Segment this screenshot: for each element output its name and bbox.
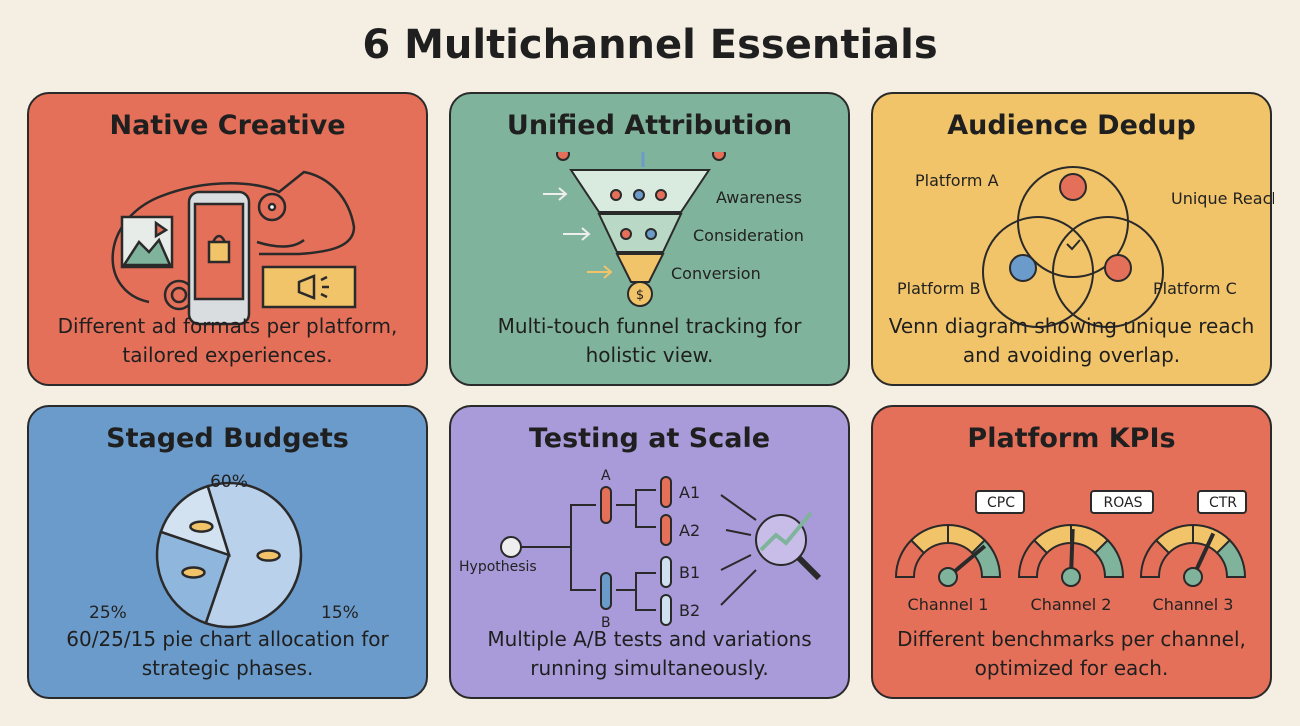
- card-title: Testing at Scale: [528, 423, 771, 454]
- coin-stack-icon: [256, 549, 281, 562]
- phone-shopping-icon: [187, 190, 251, 326]
- variant-label: B1: [679, 563, 700, 582]
- channel-label: Channel 3: [1153, 595, 1234, 614]
- test-tube-icon: [600, 486, 612, 524]
- card-platform-kpis: Platform KPIs Channel 1 Channel 2 Channe…: [871, 405, 1272, 699]
- check-icon: [1061, 567, 1081, 587]
- unique-reach-label: Unique Reach: [1171, 189, 1274, 208]
- card-description: 60/25/15 pie chart allocation for strate…: [66, 627, 389, 680]
- card-description: Multi-touch funnel tracking for holistic…: [497, 314, 802, 367]
- variant-label: A2: [679, 521, 700, 540]
- page-title: 6 Multichannel Essentials: [362, 22, 938, 68]
- chameleon-illustration: [111, 170, 357, 326]
- card-description: Venn diagram showing unique reach and av…: [888, 314, 1255, 367]
- card-native-creative: Native Creative Different ad formats per…: [27, 92, 428, 386]
- coin-stack-icon: [181, 566, 206, 579]
- check-icon: [938, 567, 958, 587]
- variant-label: A1: [679, 483, 700, 502]
- card-title: Staged Budgets: [106, 423, 349, 454]
- card-audience-dedup: Audience Dedup Platform A Platform B Pla…: [871, 92, 1274, 386]
- pie-slice: [159, 484, 231, 557]
- coin-stack-icon: [189, 520, 214, 533]
- venn-circle-b: [982, 216, 1094, 328]
- venn-diagram: Platform A Platform B Platform C Unique …: [897, 166, 1274, 328]
- platform-label: Platform C: [1153, 279, 1237, 298]
- user-icon: [1059, 173, 1087, 201]
- slice-label: 15%: [321, 603, 359, 623]
- card-description: Multiple A/B tests and variations runnin…: [487, 627, 812, 680]
- venn-circle-a: [1017, 166, 1129, 278]
- card-title: Unified Attribution: [506, 110, 793, 141]
- arrow-icon: [543, 187, 568, 201]
- kpi-gauges: Channel 1 Channel 2 Channel 3 CPC ROAS C…: [894, 490, 1247, 614]
- channel-label: Channel 2: [1031, 595, 1112, 614]
- platform-label: Platform B: [897, 279, 981, 298]
- gauge-segment: [1215, 538, 1247, 578]
- tag-icon: [975, 490, 1025, 514]
- variant-label: B: [601, 615, 611, 631]
- card-title: Native Creative: [109, 110, 346, 141]
- gauge-segment: [1093, 538, 1125, 578]
- slice-label: 60%: [210, 472, 248, 492]
- stage-label: Conversion: [671, 264, 761, 283]
- variant-label: A: [601, 468, 611, 484]
- arrow-icon: [587, 265, 613, 279]
- tag-icon: [1197, 490, 1247, 514]
- kpi-tag: CTR: [1209, 495, 1237, 511]
- card-unified-attribution: Unified Attribution $ Awareness Consider…: [449, 92, 850, 386]
- coin-symbol: $: [636, 288, 644, 303]
- image-video-icon: [120, 215, 174, 269]
- venn-circle-c: [1052, 216, 1164, 328]
- magnifier-chart-icon: [755, 511, 822, 581]
- kpi-tag: CPC: [987, 495, 1015, 511]
- funnel-illustration: $ Awareness Consideration Conversion: [543, 152, 804, 307]
- channel-label: Channel 1: [908, 595, 989, 614]
- user-icon: [1009, 254, 1037, 282]
- megaphone-ad-icon: [261, 265, 357, 309]
- stage-label: Awareness: [716, 188, 802, 207]
- kpi-tag: ROAS: [1104, 495, 1143, 511]
- hypothesis-label: Hypothesis: [459, 559, 537, 575]
- stage-label: Consideration: [693, 226, 804, 245]
- slice-label: 25%: [89, 603, 127, 623]
- arrow-icon: [563, 227, 591, 241]
- pie-slice: [204, 481, 303, 629]
- test-tube-icon: [660, 556, 672, 588]
- pie-chart: 60% 25% 15%: [89, 472, 359, 629]
- test-tube-icon: [600, 572, 612, 610]
- platform-label: Platform A: [915, 171, 999, 190]
- tag-icon: [1090, 490, 1154, 514]
- check-icon: [1183, 567, 1203, 587]
- check-icon: [1066, 239, 1081, 251]
- test-tube-icon: [660, 514, 672, 546]
- user-icon: [1104, 254, 1132, 282]
- variant-label: B2: [679, 601, 700, 620]
- ab-test-tree: Hypothesis A B A1 A2 B1 B2: [459, 468, 822, 631]
- card-title: Platform KPIs: [967, 423, 1176, 454]
- chameleon-outline-icon: [111, 170, 356, 304]
- test-tube-icon: [660, 476, 672, 508]
- card-description: Different ad formats per platform, tailo…: [57, 314, 398, 367]
- test-tube-icon: [660, 594, 672, 626]
- card-testing-at-scale: Testing at Scale Hypothesis A B A1 A2 B1…: [449, 405, 850, 699]
- card-description: Different benchmarks per channel, optimi…: [897, 627, 1246, 680]
- card-staged-budgets: Staged Budgets 60% 25% 15% 60/25/15 pie …: [27, 405, 428, 699]
- card-title: Audience Dedup: [947, 110, 1196, 141]
